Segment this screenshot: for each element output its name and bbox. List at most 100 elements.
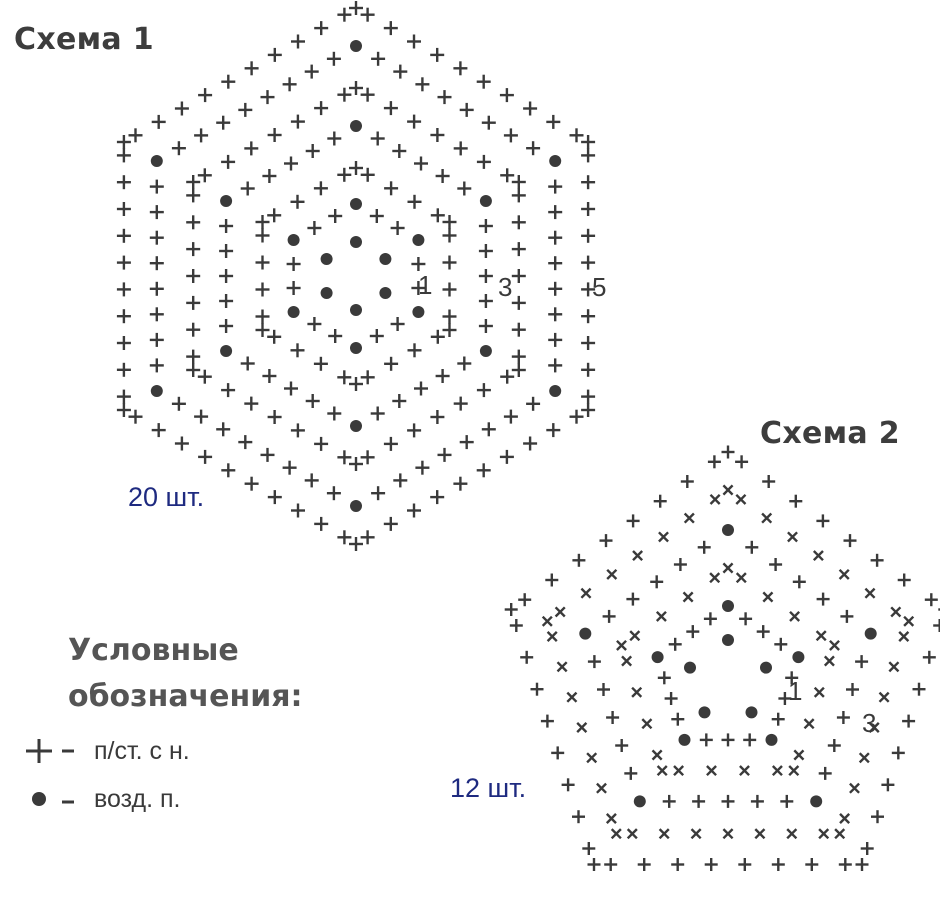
stitch-plus-icon	[186, 322, 201, 337]
stitch-plus-icon	[349, 161, 363, 175]
stitch-plus-icon	[581, 389, 596, 404]
stitch-plus-icon	[459, 102, 474, 117]
stitch-plus-icon	[149, 358, 164, 373]
stitch-plus-icon	[569, 409, 584, 424]
stitch-plus-icon	[556, 661, 568, 673]
stitch-plus-icon	[632, 550, 644, 562]
stitch-plus-icon	[903, 615, 915, 627]
stitch-plus-icon	[290, 423, 305, 438]
stitch-plus-icon	[314, 516, 329, 531]
chain-dot-icon	[722, 524, 734, 536]
chain-dot-icon	[379, 287, 392, 299]
stitch-plus-icon	[186, 175, 201, 189]
stitch-plus-icon	[587, 655, 601, 669]
stitch-plus-icon	[511, 175, 526, 189]
stitch-plus-icon	[244, 396, 259, 411]
chain-dot-icon	[412, 234, 425, 246]
stitch-plus-icon	[411, 281, 426, 295]
stitch-plus-icon	[511, 295, 526, 310]
chain-dot-icon	[320, 253, 333, 265]
scheme-1-round-label-1: 1	[418, 270, 432, 300]
stitch-plus-icon	[290, 194, 305, 209]
stitch-plus-icon	[554, 606, 566, 618]
stitch-plus-icon	[596, 782, 607, 794]
stitch-plus-icon	[291, 34, 305, 49]
stitch-plus-icon	[838, 568, 850, 580]
stitch-plus-icon	[459, 435, 474, 450]
stitch-plus-icon	[326, 51, 341, 66]
stitch-plus-icon	[546, 631, 558, 642]
stitch-plus-icon	[151, 114, 166, 129]
stitch-plus-icon	[750, 794, 764, 808]
stitch-plus-icon	[305, 144, 320, 158]
stitch-plus-icon	[442, 255, 457, 270]
stitch-plus-icon	[216, 115, 231, 130]
stitch-plus-icon	[216, 422, 231, 437]
stitch-plus-icon	[511, 322, 526, 337]
stitch-plus-icon	[586, 752, 598, 764]
stitch-plus-icon	[658, 531, 669, 543]
stitch-plus-icon	[414, 381, 428, 396]
stitch-plus-icon	[793, 749, 805, 761]
stitch-plus-icon	[912, 682, 926, 696]
plus-icon	[26, 739, 74, 763]
stitch-plus-icon	[392, 144, 407, 158]
stitch-plus-icon	[605, 813, 617, 824]
stitch-plus-icon	[616, 639, 627, 651]
stitch-plus-icon	[390, 317, 405, 331]
stitch-plus-icon	[581, 202, 596, 216]
stitch-plus-icon	[803, 718, 815, 730]
stitch-plus-icon	[116, 175, 131, 190]
stitch-plus-icon	[840, 609, 854, 623]
stitch-plus-icon	[384, 181, 399, 196]
stitch-plus-icon	[116, 202, 131, 216]
stitch-plus-icon	[255, 228, 270, 243]
stitch-plus-icon	[255, 309, 270, 324]
stitch-plus-icon	[836, 711, 850, 724]
stitch-plus-icon	[149, 205, 164, 220]
stitch-plus-icon	[682, 591, 694, 603]
chain-dot-icon	[579, 627, 592, 640]
stitch-plus-icon	[349, 1, 363, 15]
stitch-plus-icon	[707, 455, 721, 469]
stitch-plus-icon	[194, 409, 209, 424]
stitch-plus-icon	[407, 423, 422, 438]
stitch-plus-icon	[526, 141, 541, 156]
stitch-plus-icon	[313, 181, 328, 196]
stitch-plus-icon	[219, 319, 234, 333]
stitch-plus-icon	[922, 650, 936, 664]
chain-dot-icon	[651, 651, 664, 664]
stitch-plus-icon	[255, 255, 270, 270]
stitch-plus-icon	[580, 587, 592, 599]
stitch-plus-icon	[327, 131, 342, 146]
stitch-plus-icon	[457, 356, 472, 371]
stitch-plus-icon	[411, 257, 426, 271]
chain-dot-icon	[350, 420, 362, 432]
stitch-plus-icon	[668, 637, 682, 651]
stitch-plus-icon	[371, 51, 386, 66]
legend-item-stitch-text: п/ст. с н.	[94, 736, 190, 765]
stitch-plus-icon	[504, 603, 518, 616]
stitch-plus-icon	[407, 503, 421, 518]
stitch-plus-icon	[478, 219, 493, 233]
stitch-plus-icon	[855, 858, 869, 871]
stitch-plus-icon	[787, 531, 798, 543]
stitch-plus-icon	[686, 625, 700, 639]
stitch-plus-icon	[709, 493, 721, 505]
stitch-plus-icon	[735, 572, 747, 584]
stitch-plus-icon	[581, 135, 596, 149]
stitch-plus-icon	[116, 148, 131, 163]
stitch-plus-icon	[548, 256, 563, 271]
stitch-plus-icon	[576, 722, 588, 733]
stitch-plus-icon	[626, 592, 640, 606]
stitch-plus-icon	[260, 90, 275, 105]
stitch-plus-icon	[812, 550, 824, 562]
stitch-plus-icon	[371, 486, 386, 501]
stitch-plus-icon	[933, 619, 940, 632]
stitch-plus-icon	[581, 403, 596, 417]
stitch-plus-icon	[186, 295, 201, 310]
stitch-plus-icon	[476, 383, 491, 398]
stitch-plus-icon	[186, 215, 201, 230]
stitch-plus-icon	[499, 449, 514, 464]
